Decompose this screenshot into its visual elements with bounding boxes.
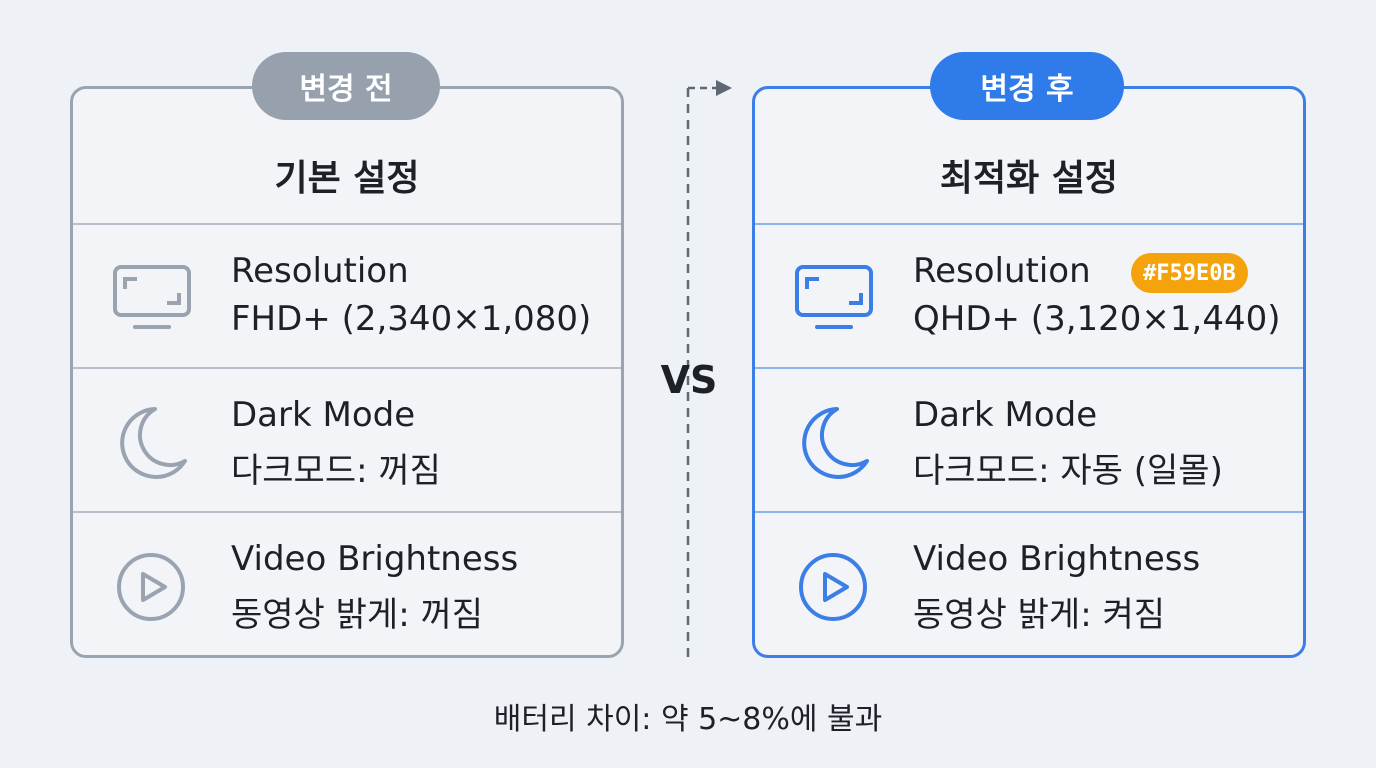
after-title: 최적화 설정	[939, 158, 1119, 199]
row-title: Video Brightness	[231, 539, 519, 579]
row-title: Dark Mode	[231, 395, 416, 435]
footer-note: 배터리 차이: 약 5~8%에 불과	[493, 702, 883, 737]
divider	[755, 367, 1303, 369]
after-panel: 최적화 설정 Resolution #F59E0B QHD+ (3,120×1,…	[752, 86, 1306, 658]
before-panel: 기본 설정 Resolution FHD+ (2,340×1,080) Dark…	[70, 86, 624, 658]
play-circle-icon	[117, 553, 185, 621]
row-value: 다크모드: 꺼짐	[231, 451, 441, 491]
moon-icon	[802, 407, 869, 479]
before-pill: 변경 전	[252, 52, 440, 120]
divider	[73, 223, 621, 225]
divider	[73, 511, 621, 513]
divider	[73, 367, 621, 369]
monitor-icon	[795, 265, 873, 329]
after-pill: 변경 후	[930, 52, 1124, 120]
row-value: 다크모드: 자동 (일몰)	[913, 451, 1223, 491]
after-row-video-brightness: Video Brightness 동영상 밝게: 켜짐	[755, 515, 1303, 655]
moon-icon	[120, 407, 187, 479]
monitor-icon	[113, 265, 191, 329]
divider	[755, 511, 1303, 513]
color-badge: #F59E0B	[1131, 253, 1248, 293]
before-row-video-brightness: Video Brightness 동영상 밝게: 꺼짐	[73, 515, 621, 655]
row-title: Video Brightness	[913, 539, 1201, 579]
row-value: 동영상 밝게: 꺼짐	[231, 595, 484, 635]
play-circle-icon	[799, 553, 867, 621]
after-row-resolution: Resolution #F59E0B QHD+ (3,120×1,440)	[755, 227, 1303, 367]
row-value: FHD+ (2,340×1,080)	[231, 299, 592, 339]
vs-label: VS	[660, 358, 718, 402]
before-row-resolution: Resolution FHD+ (2,340×1,080)	[73, 227, 621, 367]
row-title: Resolution	[913, 251, 1091, 291]
row-title: Resolution	[231, 251, 409, 291]
row-value: QHD+ (3,120×1,440)	[913, 299, 1281, 339]
divider	[755, 223, 1303, 225]
after-row-dark-mode: Dark Mode 다크모드: 자동 (일몰)	[755, 371, 1303, 511]
before-row-dark-mode: Dark Mode 다크모드: 꺼짐	[73, 371, 621, 511]
before-title: 기본 설정	[274, 158, 420, 199]
row-value: 동영상 밝게: 켜짐	[913, 595, 1166, 635]
row-title: Dark Mode	[913, 395, 1098, 435]
